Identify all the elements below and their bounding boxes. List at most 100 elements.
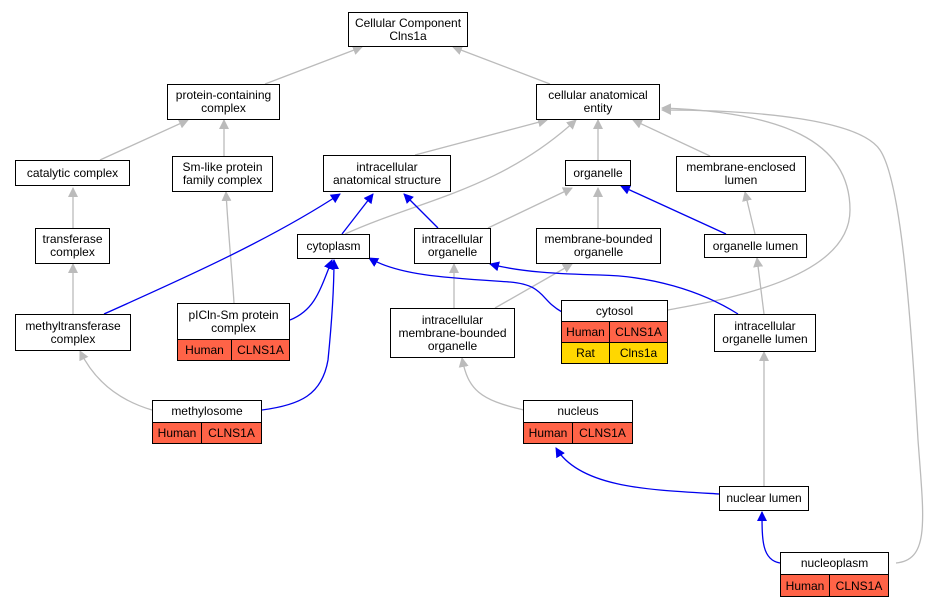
- node-sm-like-protein-family-complex[interactable]: Sm-like protein family complex: [172, 156, 273, 192]
- node-membrane-enclosed-lumen[interactable]: membrane-enclosed lumen: [676, 156, 806, 192]
- node-label: membrane-enclosed: [686, 160, 796, 174]
- node-nucleoplasm[interactable]: nucleoplasm: [780, 552, 889, 575]
- edge-io-to-ias: [403, 193, 439, 229]
- node-intracellular-membrane-bounded-organelle[interactable]: intracellular membrane-bounded organelle: [390, 308, 515, 358]
- node-label: intracellular: [421, 312, 484, 327]
- node-picln-sm-protein-complex[interactable]: pICln-Sm protein complex: [177, 303, 290, 340]
- edge-catalytic-to-pcc: [99, 119, 189, 161]
- node-intracellular-anatomical-structure[interactable]: intracellular anatomical structure: [323, 155, 451, 192]
- edge-nucleus-to-imbo: [458, 357, 525, 411]
- edge-ol-to-organelle: [620, 185, 727, 235]
- edge-cytosol-to-cae: [661, 103, 851, 311]
- node-label: methylosome: [171, 404, 243, 418]
- edge-cytosol-to-cytoplasm: [368, 257, 563, 313]
- edge-ol-to-mel: [742, 191, 756, 235]
- node-organelle[interactable]: organelle: [565, 160, 631, 186]
- node-label: nucleoplasm: [800, 556, 869, 570]
- species-cell: Human: [561, 322, 610, 343]
- node-label: methyltransferase: [25, 318, 121, 333]
- node-methylosome[interactable]: methylosome: [152, 400, 262, 423]
- node-cytoplasm[interactable]: cytoplasm: [297, 234, 370, 259]
- species-cell: Human: [177, 340, 232, 361]
- node-intracellular-organelle[interactable]: intracellular organelle: [414, 228, 491, 264]
- node-protein-containing-complex[interactable]: protein-containing complex: [167, 84, 280, 120]
- edge-nucleoplasm-to-nuclearlumen: [757, 511, 781, 564]
- node-cytosol[interactable]: cytosol: [561, 300, 668, 322]
- gene-cell: CLNS1A: [573, 423, 633, 444]
- annotation-row: Human CLNS1A: [523, 423, 633, 444]
- node-label: entity: [583, 101, 613, 115]
- species-cell: Human: [780, 575, 830, 597]
- node-transferase-complex[interactable]: transferase complex: [35, 228, 110, 264]
- species-cell: Human: [152, 423, 202, 444]
- node-label: complex: [211, 320, 256, 335]
- annotation-row: Human CLNS1A: [152, 423, 262, 444]
- gene-cell: CLNS1A: [830, 575, 889, 597]
- node-label: catalytic complex: [26, 165, 119, 180]
- node-label: lumen: [724, 173, 758, 187]
- node-label: protein-containing: [175, 88, 272, 102]
- node-label: cellular anatomical: [548, 88, 648, 102]
- node-label: complex: [201, 101, 246, 115]
- node-label: Sm-like protein: [182, 160, 263, 174]
- gene-cell: CLNS1A: [610, 322, 668, 343]
- node-label: cytosol: [595, 303, 634, 318]
- edge-methyltransferase-to-ias[interactable]: [103, 193, 341, 315]
- node-label: Clns1a: [389, 28, 427, 43]
- edge-cae-to-cc: [452, 45, 551, 85]
- node-label: nucleus: [557, 404, 599, 418]
- edge-iol-to-ol: [753, 257, 765, 315]
- edge-imbo-to-mbo: [494, 263, 573, 309]
- node-nuclear-lumen[interactable]: nuclear lumen: [719, 486, 809, 511]
- annotation-row: Human CLNS1A: [780, 575, 889, 597]
- node-cellular-anatomical-entity[interactable]: cellular anatomical entity: [536, 84, 660, 120]
- annotation-row: Human CLNS1A: [177, 340, 290, 361]
- edge-nucleoplasm-to-cae: [661, 105, 924, 564]
- node-label: cytoplasm: [306, 239, 361, 253]
- node-catalytic-complex[interactable]: catalytic complex: [15, 160, 130, 186]
- edge-mel-to-cae: [632, 119, 711, 157]
- gene-cell: CLNS1A: [202, 423, 262, 444]
- node-label: transferase: [42, 232, 103, 246]
- node-label: intracellular: [356, 159, 418, 174]
- node-organelle-lumen[interactable]: organelle lumen: [704, 234, 807, 258]
- edge-cytoplasm-to-ias: [341, 193, 374, 235]
- edge-cytoplasm-to-cae: [344, 119, 577, 235]
- annotation-row: Rat Clns1a: [561, 343, 668, 364]
- node-nucleus[interactable]: nucleus: [523, 400, 633, 423]
- node-label: Cellular Component: [354, 15, 462, 30]
- node-intracellular-organelle-lumen[interactable]: intracellular organelle lumen: [714, 314, 816, 352]
- gene-cell: Clns1a: [610, 343, 668, 364]
- node-label: organelle lumen: [712, 238, 799, 253]
- node-label: family complex: [182, 173, 263, 187]
- node-label: intracellular: [734, 319, 796, 333]
- node-methyltransferase-complex[interactable]: methyltransferase complex: [15, 314, 131, 351]
- edge-iol-to-io: [489, 261, 739, 315]
- node-label: pICln-Sm protein: [188, 307, 279, 322]
- node-label: organelle lumen: [722, 332, 808, 346]
- node-label: organelle: [573, 165, 623, 180]
- edge-pcc-to-cc: [264, 45, 363, 85]
- node-label: membrane-bounded: [544, 232, 653, 246]
- node-label: organelle: [427, 338, 478, 353]
- node-label: intracellular: [421, 232, 484, 246]
- species-cell: Human: [523, 423, 573, 444]
- node-cellular-component[interactable]: Cellular Component Clns1a: [348, 12, 468, 47]
- node-label: nuclear lumen: [726, 491, 802, 505]
- edge-nuclearlumen-to-nucleus: [555, 447, 721, 495]
- gene-cell: CLNS1A: [232, 340, 290, 361]
- edge-picln-to-smlike: [221, 191, 235, 304]
- annotation-row: Human CLNS1A: [561, 322, 668, 343]
- node-label: organelle: [573, 245, 624, 259]
- species-cell: Rat: [561, 343, 610, 364]
- edge-io-to-organelle: [487, 187, 573, 229]
- edge-methylosome-to-methyltransferase: [79, 350, 153, 411]
- edge-picln-to-cytoplasm: [289, 259, 334, 321]
- node-label: anatomical structure: [332, 172, 442, 187]
- node-label: complex: [50, 331, 96, 346]
- node-label: complex: [50, 245, 95, 259]
- edge-methylosome-to-cytoplasm: [261, 259, 339, 411]
- edge-ias-to-cae: [414, 117, 548, 156]
- node-membrane-bounded-organelle[interactable]: membrane-bounded organelle: [536, 228, 661, 264]
